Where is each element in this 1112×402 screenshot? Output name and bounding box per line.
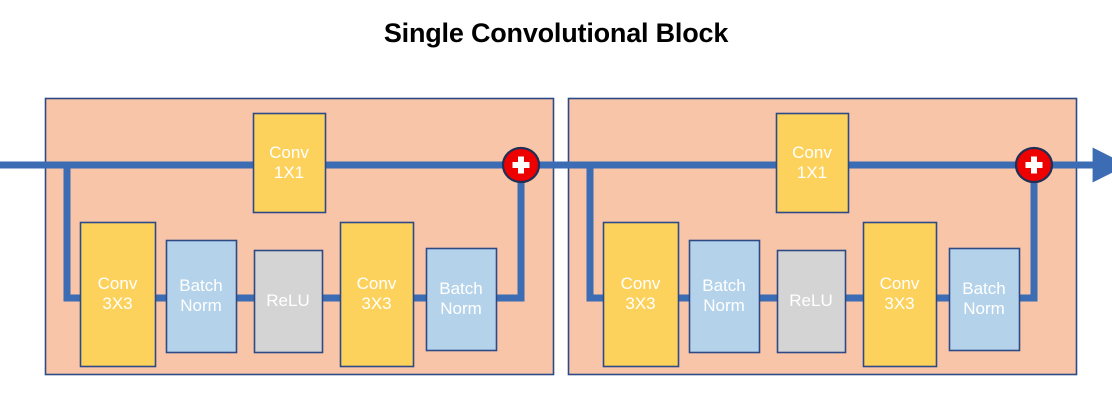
node-rects <box>79 112 1021 368</box>
convolutional-block-2-conv1x1-box[interactable] <box>775 112 850 214</box>
convolutional-block-2-relu-box[interactable] <box>776 249 847 354</box>
convolutional-block-2-batchnorm-b-box[interactable] <box>948 247 1021 352</box>
convolutional-block-1-add-1[interactable] <box>501 146 541 184</box>
convolutional-block-2-conv3x3-b-box[interactable] <box>862 221 938 368</box>
convolutional-block-1-relu-box[interactable] <box>253 249 324 354</box>
page-title: Single Convolutional Block <box>383 18 729 48</box>
convolutional-block-1-conv1x1-box[interactable] <box>252 112 327 214</box>
convolutional-block-1-batchnorm-b-box[interactable] <box>425 247 498 352</box>
convolutional-block-1-conv3x3-a-box[interactable] <box>79 221 157 368</box>
plus-icon-vertical <box>1031 156 1037 174</box>
convolutional-block-2-add-2[interactable] <box>1014 146 1054 184</box>
plus-icon-vertical <box>518 156 524 174</box>
convolutional-block-1-batchnorm-a-box[interactable] <box>165 239 238 354</box>
convolutional-block-2-batchnorm-a-box[interactable] <box>688 239 761 354</box>
convolutional-block-1-conv3x3-b-box[interactable] <box>339 221 415 368</box>
convolutional-block-2-conv3x3-a-box[interactable] <box>602 221 680 368</box>
